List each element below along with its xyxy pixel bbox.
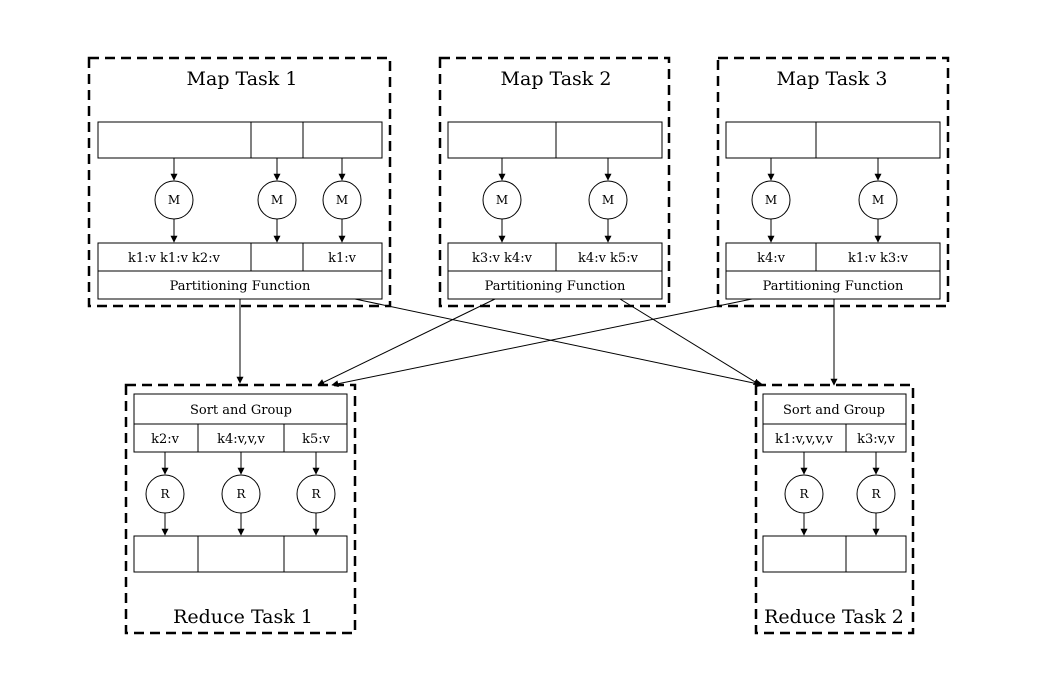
partitioning-function: Partitioning Function [447, 270, 663, 300]
shuffle-arrow [619, 298, 761, 386]
map-task-1-input [97, 121, 383, 159]
group-row [762, 423, 907, 453]
reduce-task-2-output [762, 535, 907, 573]
map-task-2-border [438, 56, 671, 308]
map-output-row [725, 242, 941, 272]
sort-and-group: Sort and Group [133, 393, 348, 425]
reduce-task-2: Sort and Group k1:v,v,v,v k3:v,v R R Red… [754, 383, 915, 635]
map-task-1-border [87, 56, 392, 308]
group-cell: k3:v,v [857, 432, 895, 447]
reducer-label: R [311, 487, 321, 501]
shuffle-arrow [354, 298, 764, 388]
sort-label: Sort and Group [190, 403, 292, 418]
map-task-3: Map Task 3 M M k4:v k1:v k3:v Partitioni… [716, 56, 950, 308]
input-split-row [447, 121, 663, 159]
mapper-node: M [257, 180, 297, 220]
group-cell: k5:v [302, 432, 331, 447]
map-output-cell: k3:v k4:v [472, 251, 533, 266]
mapper-label: M [168, 193, 180, 207]
mapper-label: M [336, 193, 348, 207]
reducer-label: R [160, 487, 170, 501]
mapper-node: M [588, 180, 628, 220]
reduce-task-1: Sort and Group k2:v k4:v,v,v k5:v R R R [124, 383, 357, 635]
mapper-node: M [154, 180, 194, 220]
map-task-1-title: Map Task 1 [187, 68, 298, 90]
partitioning-function: Partitioning Function [97, 270, 383, 300]
reduce-output-row [133, 535, 348, 573]
group-cell: k2:v [151, 432, 180, 447]
group-row [133, 423, 348, 453]
map-output-cell: k1:v k1:v k2:v [128, 251, 221, 266]
reducer-node: R [856, 474, 896, 514]
reduce-task-1-output [133, 535, 348, 573]
partition-label: Partitioning Function [763, 279, 904, 294]
mapper-node: M [858, 180, 898, 220]
map-output-row [447, 242, 663, 272]
map-task-3-border [716, 56, 950, 308]
reducer-node: R [145, 474, 185, 514]
sort-and-group: Sort and Group [762, 393, 907, 425]
reduce-task-1-border [124, 383, 357, 635]
reduce-task-1-title: Reduce Task 1 [173, 606, 313, 628]
reduce-task-2-border [754, 383, 915, 635]
mapper-label: M [271, 193, 283, 207]
map-task-2: Map Task 2 M M k3:v k4:v k4:v k5:v Parti… [438, 56, 671, 308]
reduce-task-2-groups: k1:v,v,v,v k3:v,v [762, 423, 907, 453]
partition-label: Partitioning Function [485, 279, 626, 294]
group-cell: k4:v,v,v [217, 432, 265, 447]
input-split-row [725, 121, 941, 159]
shuffle-arrow [331, 298, 753, 388]
reducer-label: R [799, 487, 809, 501]
mapper-node: M [322, 180, 362, 220]
reducer-node: R [296, 474, 336, 514]
mapper-label: M [496, 193, 508, 207]
map-task-2-output: k3:v k4:v k4:v k5:v [447, 242, 663, 272]
partition-label: Partitioning Function [170, 279, 311, 294]
mapper-label: M [872, 193, 884, 207]
partitioning-function: Partitioning Function [725, 270, 941, 300]
map-output-cell: k1:v k3:v [848, 251, 909, 266]
map-task-2-title: Map Task 2 [501, 68, 612, 90]
reducer-node: R [221, 474, 261, 514]
mapper-label: M [765, 193, 777, 207]
map-task-3-input [725, 121, 941, 159]
map-output-cell: k1:v [328, 251, 357, 266]
mapper-node: M [751, 180, 791, 220]
reduce-task-2-title: Reduce Task 2 [764, 606, 904, 628]
reducer-label: R [236, 487, 246, 501]
reducer-node: R [784, 474, 824, 514]
reduce-output-row [762, 535, 907, 573]
reduce-task-1-groups: k2:v k4:v,v,v k5:v [133, 423, 348, 453]
mapper-node: M [482, 180, 522, 220]
reducer-label: R [871, 487, 881, 501]
map-task-1: Map Task 1 M M M k1:v k1:v k2:v [87, 56, 392, 308]
map-task-3-output: k4:v k1:v k3:v [725, 242, 941, 272]
mapper-label: M [602, 193, 614, 207]
map-output-cell: k4:v k5:v [578, 251, 639, 266]
shuffle-arrows [236, 298, 838, 388]
map-task-3-title: Map Task 3 [777, 68, 888, 90]
shuffle-arrow [317, 298, 496, 386]
map-task-1-output: k1:v k1:v k2:v k1:v [97, 242, 383, 272]
group-cell: k1:v,v,v,v [775, 432, 833, 447]
sort-label: Sort and Group [783, 403, 885, 418]
map-task-2-input [447, 121, 663, 159]
input-split-row [97, 121, 383, 159]
map-output-cell: k4:v [757, 251, 786, 266]
